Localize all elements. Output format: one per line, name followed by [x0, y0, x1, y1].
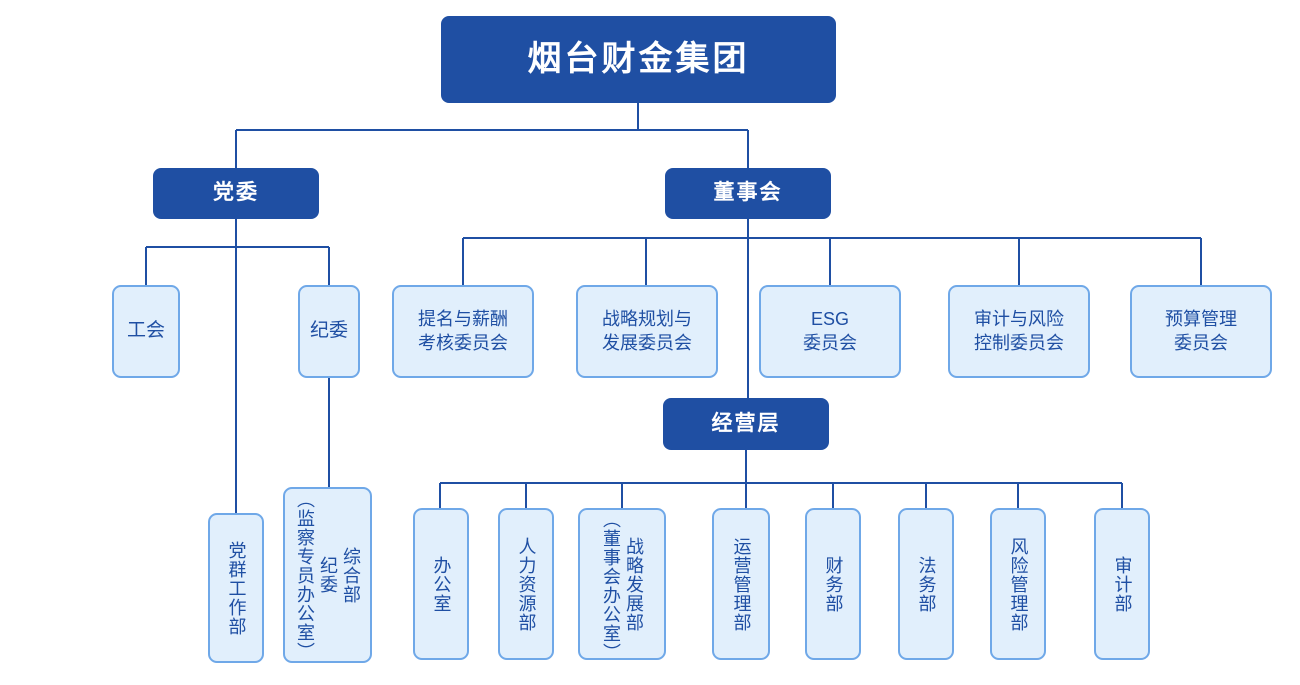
node-dept-party-work[interactable]: 党群工作部 [208, 513, 264, 663]
node-root-label: 烟台财金集团 [527, 39, 750, 78]
node-dept-general[interactable]: 综合部 纪委 （监察专员办公室） [283, 487, 372, 663]
node-committee-strategy-label: 战略规划与 发展委员会 [602, 309, 692, 353]
node-committee-esg[interactable]: ESG 委员会 [759, 285, 901, 378]
node-union-label: 工会 [126, 320, 165, 342]
node-dept-risk-label: 风险管理部 [1008, 536, 1029, 632]
node-committee-nomination[interactable]: 提名与薪酬 考核委员会 [392, 285, 534, 378]
node-board[interactable]: 董事会 [665, 168, 831, 219]
node-dept-office[interactable]: 办公室 [413, 508, 469, 660]
node-committee-budget[interactable]: 预算管理 委员会 [1130, 285, 1272, 378]
node-dept-operations-label: 运营管理部 [731, 536, 752, 632]
node-dept-finance[interactable]: 财务部 [805, 508, 861, 660]
node-committee-strategy[interactable]: 战略规划与 发展委员会 [576, 285, 718, 378]
node-dept-risk[interactable]: 风险管理部 [990, 508, 1046, 660]
node-dept-finance-label: 财务部 [823, 555, 844, 613]
node-dept-strategy-label: 战略发展部 （董事会办公室） [601, 510, 645, 662]
node-committee-audit-risk[interactable]: 审计与风险 控制委员会 [948, 285, 1090, 378]
node-union[interactable]: 工会 [112, 285, 180, 378]
node-dept-audit-label: 审计部 [1112, 555, 1133, 613]
node-dept-hr-label: 人力资源部 [516, 536, 537, 632]
node-dept-operations[interactable]: 运营管理部 [712, 508, 770, 660]
node-board-label: 董事会 [713, 181, 783, 205]
node-committee-esg-label: ESG 委员会 [803, 309, 857, 353]
node-discipline[interactable]: 纪委 [298, 285, 360, 378]
node-dept-strategy[interactable]: 战略发展部 （董事会办公室） [578, 508, 666, 662]
node-party-committee[interactable]: 党委 [153, 168, 319, 219]
node-management[interactable]: 经营层 [663, 398, 829, 450]
node-committee-nomination-label: 提名与薪酬 考核委员会 [418, 309, 508, 353]
node-party-committee-label: 党委 [213, 181, 259, 205]
node-committee-budget-label: 预算管理 委员会 [1165, 309, 1237, 353]
node-dept-audit[interactable]: 审计部 [1094, 508, 1150, 660]
node-dept-party-work-label: 党群工作部 [226, 540, 247, 636]
node-dept-legal[interactable]: 法务部 [898, 508, 954, 660]
node-management-label: 经营层 [711, 411, 781, 435]
node-discipline-label: 纪委 [309, 320, 348, 342]
node-dept-office-label: 办公室 [431, 555, 452, 613]
node-dept-general-label: 综合部 纪委 （监察专员办公室） [294, 489, 362, 661]
node-dept-hr[interactable]: 人力资源部 [498, 508, 554, 660]
node-committee-audit-risk-label: 审计与风险 控制委员会 [974, 309, 1064, 353]
node-dept-legal-label: 法务部 [916, 555, 937, 613]
node-root[interactable]: 烟台财金集团 [441, 16, 836, 103]
